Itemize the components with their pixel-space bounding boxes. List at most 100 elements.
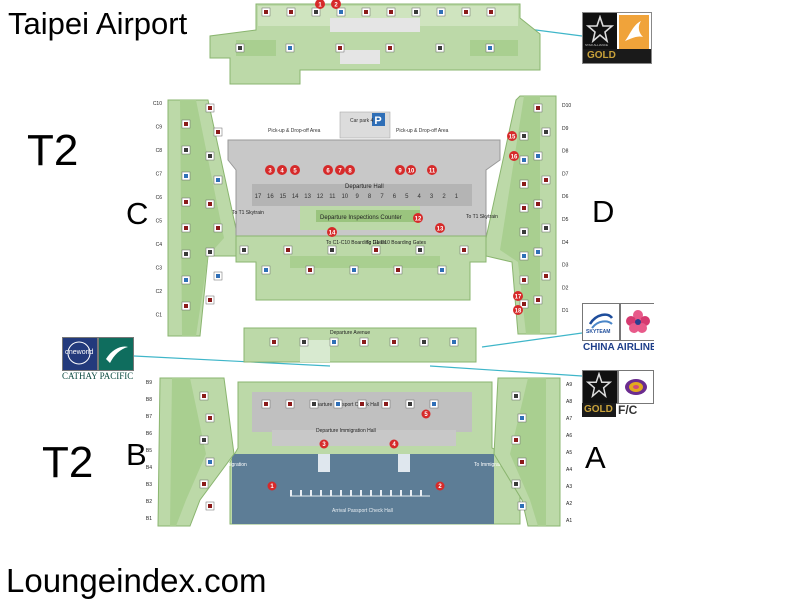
pickup-left-label: Pick-up & Drop-off Area <box>268 128 321 134</box>
facility-icon <box>285 43 295 53</box>
counter-12: 12 <box>317 194 324 200</box>
lounge-marker-9[interactable]: 9 <box>395 165 405 175</box>
facility-icon <box>199 479 209 489</box>
facility-icon <box>269 337 279 347</box>
facility-icon <box>181 171 191 181</box>
svg-text:4: 4 <box>280 168 284 174</box>
star-alliance-gold-logo: STAR ALLIANCE GOLD <box>582 12 652 64</box>
gate-label-c8: C8 <box>156 148 163 154</box>
facility-icon <box>327 245 337 255</box>
facility-icon <box>435 43 445 53</box>
facility-icon <box>205 151 215 161</box>
svg-text:15: 15 <box>509 134 516 140</box>
arrival-marker-2[interactable]: 2 <box>435 481 445 491</box>
svg-text:11: 11 <box>429 168 436 174</box>
facility-icon <box>213 271 223 281</box>
lounge-marker-15[interactable]: 15 <box>507 131 517 141</box>
facility-icon <box>541 223 551 233</box>
facility-icon <box>235 43 245 53</box>
facility-icon <box>181 301 191 311</box>
facility-icon <box>459 245 469 255</box>
facility-icon <box>261 265 271 275</box>
lounge-marker-7[interactable]: 7 <box>335 165 345 175</box>
facility-icon <box>517 457 527 467</box>
facility-icon <box>511 391 521 401</box>
facility-icon <box>361 7 371 17</box>
counter-5: 5 <box>405 194 409 200</box>
counter-13: 13 <box>304 194 311 200</box>
facility-icon <box>336 7 346 17</box>
facility-icon <box>519 203 529 213</box>
svg-text:6: 6 <box>326 168 330 174</box>
arrival-marker-3[interactable]: 3 <box>319 439 329 449</box>
gate-label-a7: A7 <box>566 416 572 422</box>
lounge-marker-14[interactable]: 14 <box>327 227 337 237</box>
lounge-marker-4[interactable]: 4 <box>277 165 287 175</box>
site-footer: Loungeindex.com <box>6 562 267 599</box>
lounge-marker-1[interactable]: 1 <box>315 0 325 9</box>
facility-icon <box>205 103 215 113</box>
lounge-marker-12[interactable]: 12 <box>413 213 423 223</box>
facility-icon <box>261 7 271 17</box>
facility-icon <box>541 127 551 137</box>
facility-icon <box>393 265 403 275</box>
facility-icon <box>205 247 215 257</box>
arrival-marker-1[interactable]: 1 <box>267 481 277 491</box>
lounge-marker-6[interactable]: 6 <box>323 165 333 175</box>
svg-text:3: 3 <box>268 168 272 174</box>
facility-icon <box>533 151 543 161</box>
facility-icon <box>181 119 191 129</box>
facility-icon <box>411 7 421 17</box>
svg-text:16: 16 <box>511 154 518 160</box>
gate-label-a4: A4 <box>566 467 572 473</box>
svg-text:18: 18 <box>515 308 522 314</box>
counter-10: 10 <box>341 194 348 200</box>
gate-label-d9: D9 <box>562 126 569 132</box>
facility-icon <box>285 399 295 409</box>
gate-label-a1: A1 <box>566 518 572 524</box>
svg-text:5: 5 <box>424 412 428 418</box>
facility-icon <box>486 7 496 17</box>
gate-label-b4: B4 <box>146 465 152 471</box>
facility-icon <box>389 337 399 347</box>
facility-icon <box>309 399 319 409</box>
counter-8: 8 <box>368 194 372 200</box>
facility-icon <box>199 391 209 401</box>
lounge-marker-17[interactable]: 17 <box>513 291 523 301</box>
connector-line-oneworld <box>133 355 331 367</box>
facility-icon <box>213 223 223 233</box>
gate-label-c5: C5 <box>156 219 163 225</box>
arrival-marker-5[interactable]: 5 <box>421 409 431 419</box>
lounge-marker-8[interactable]: 8 <box>345 165 355 175</box>
gate-label-d7: D7 <box>562 171 569 177</box>
lounge-marker-13[interactable]: 13 <box>435 223 445 233</box>
immigration-hall-label: Departure Immigration Hall <box>316 428 376 434</box>
svg-text:4: 4 <box>392 442 396 448</box>
gate-label-b9: B9 <box>146 380 152 386</box>
facility-icon <box>415 245 425 255</box>
lounge-marker-10[interactable]: 10 <box>406 165 416 175</box>
arrival-marker-4[interactable]: 4 <box>389 439 399 449</box>
gate-label-b7: B7 <box>146 414 152 420</box>
gate-label-c2: C2 <box>156 289 163 295</box>
svg-text:17: 17 <box>515 294 522 300</box>
terminal-label-bottom: T2 <box>42 438 94 487</box>
lounge-marker-3[interactable]: 3 <box>265 165 275 175</box>
facility-icon <box>286 7 296 17</box>
to-immigration-right: To Immigration <box>474 462 507 468</box>
lounge-marker-5[interactable]: 5 <box>290 165 300 175</box>
gate-label-a5: A5 <box>566 450 572 456</box>
facility-icon <box>299 337 309 347</box>
facility-icon <box>405 399 415 409</box>
facility-icon <box>181 249 191 259</box>
lounge-marker-18[interactable]: 18 <box>513 305 523 315</box>
counter-17: 17 <box>255 194 262 200</box>
lounge-marker-16[interactable]: 16 <box>509 151 519 161</box>
counter-14: 14 <box>292 194 299 200</box>
lounge-marker-11[interactable]: 11 <box>427 165 437 175</box>
svg-text:5: 5 <box>293 168 297 174</box>
lounge-marker-2[interactable]: 2 <box>331 0 341 9</box>
svg-text:12: 12 <box>415 216 422 222</box>
facility-icon <box>517 413 527 423</box>
counter-16: 16 <box>267 194 274 200</box>
